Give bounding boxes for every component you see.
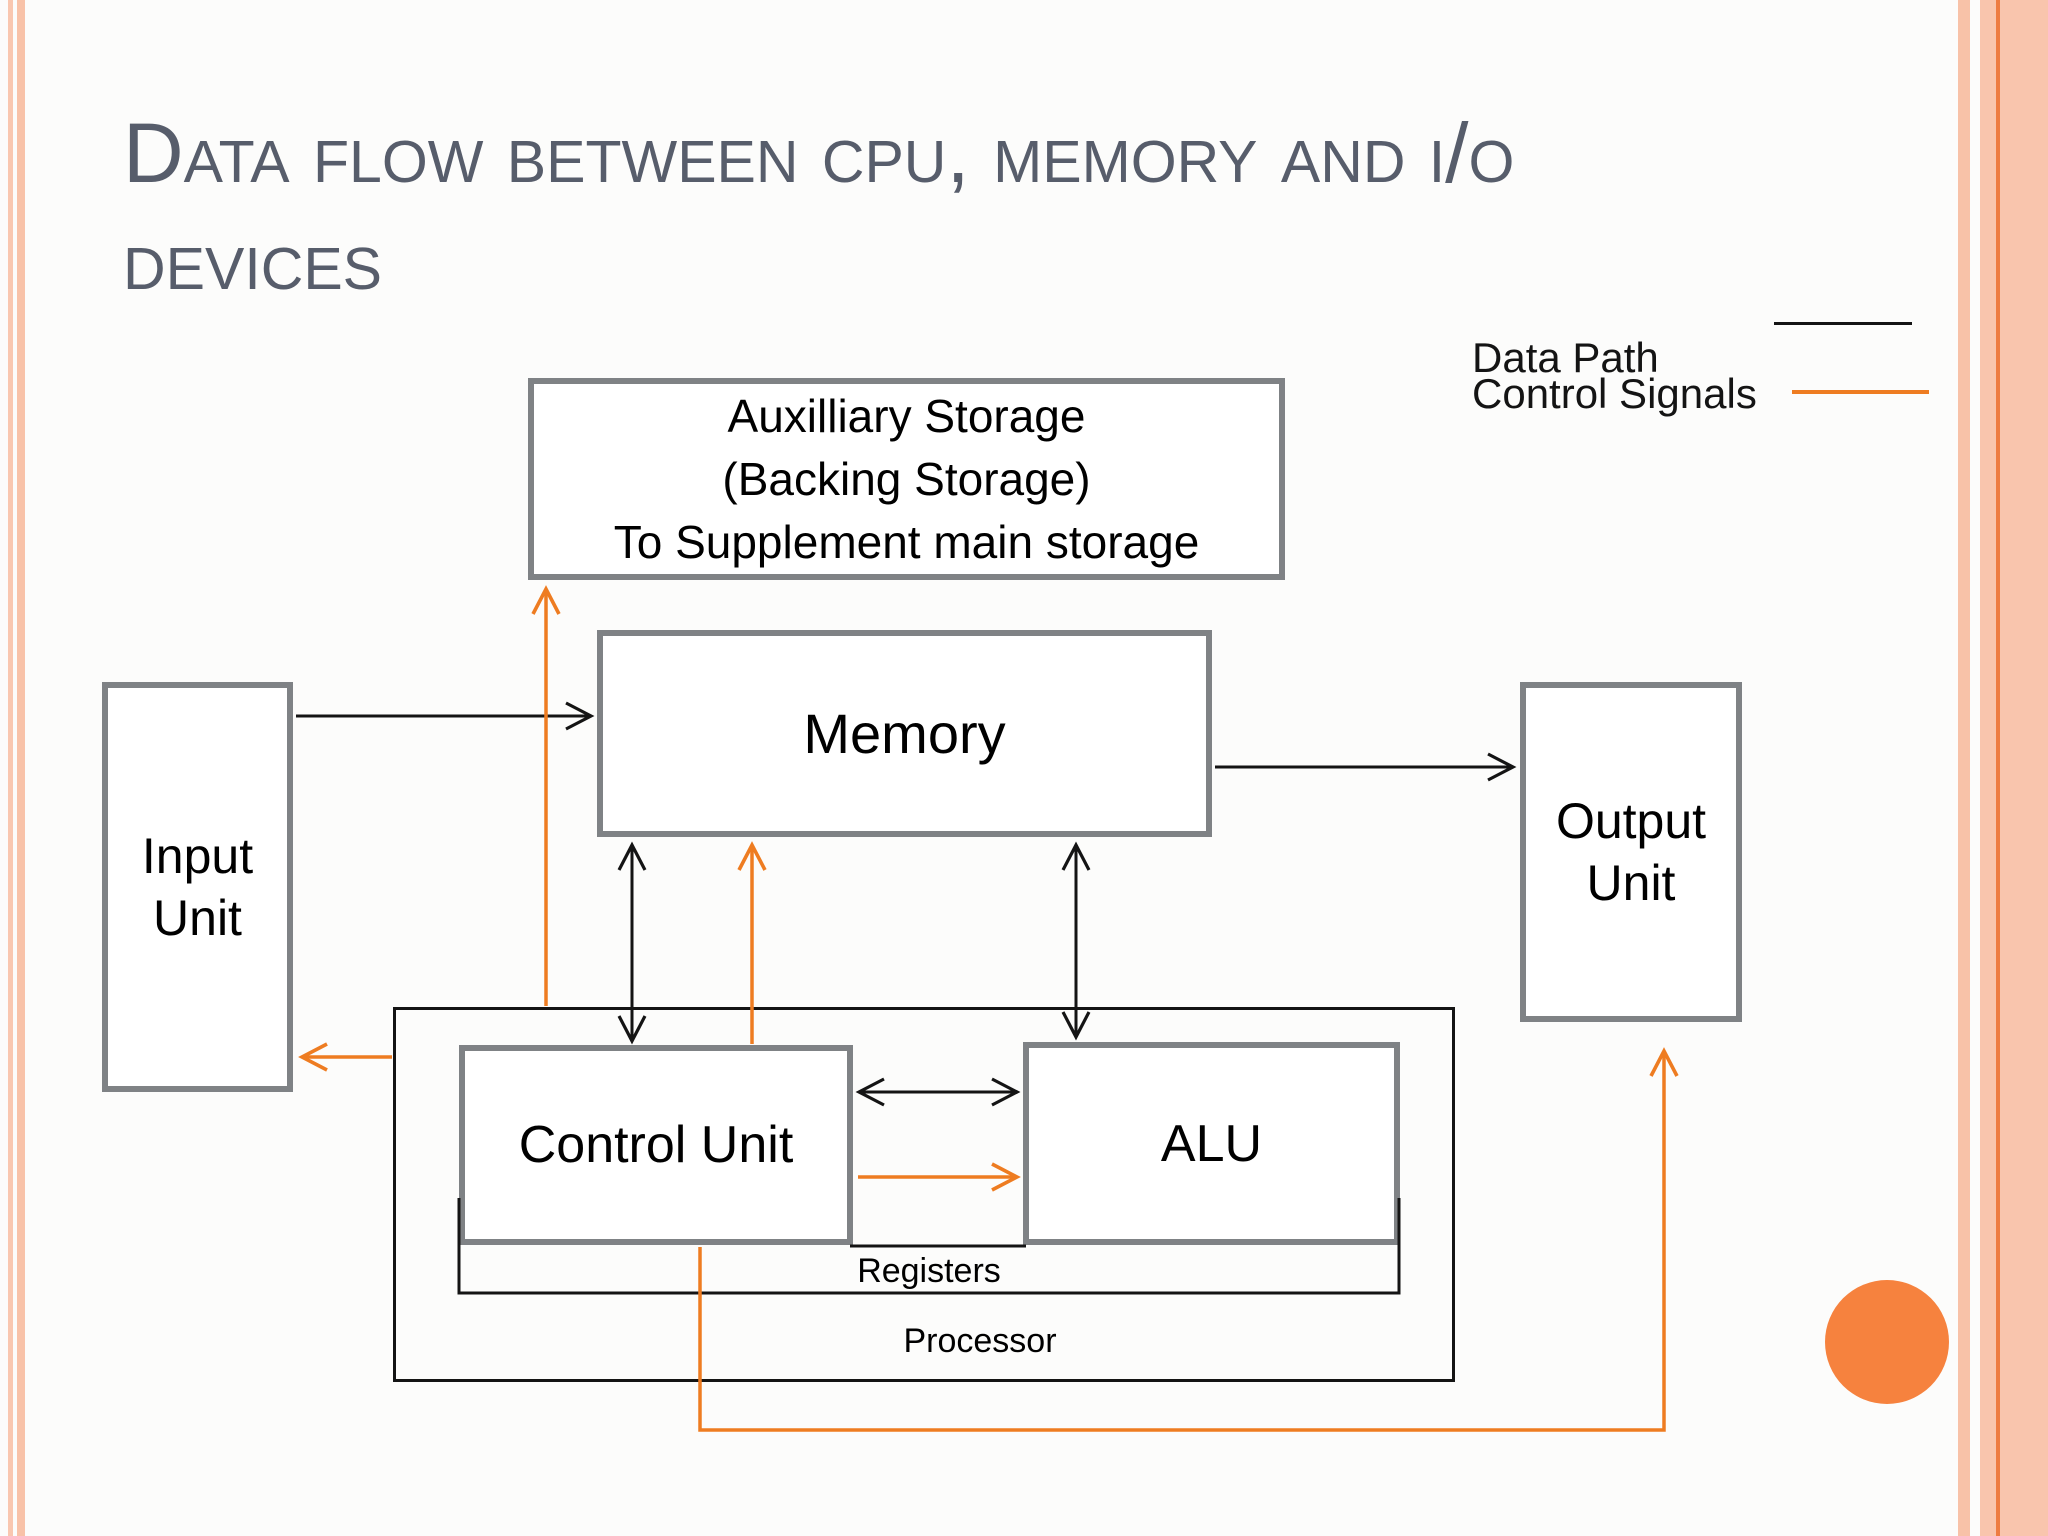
aux-storage-line-3: To Supplement main storage bbox=[613, 515, 1200, 568]
processor-label: Processor bbox=[903, 1322, 1057, 1360]
input-unit-line-2: Unit bbox=[153, 890, 242, 946]
registers-label: Registers bbox=[857, 1252, 1001, 1290]
control-unit-label: Control Unit bbox=[518, 1116, 794, 1174]
auxiliary-storage-box: Auxilliary Storage (Backing Storage) To … bbox=[528, 378, 1285, 580]
memory-label: Memory bbox=[803, 702, 1006, 765]
right-border-accent-line bbox=[1996, 0, 2000, 1536]
legend-data-path-line bbox=[1774, 322, 1912, 325]
legend-control-signals-label: Control Signals bbox=[1472, 370, 1757, 417]
input-unit-box: Input Unit bbox=[102, 682, 293, 1092]
page-title: Data flow between cpu, memory and i/o de… bbox=[123, 100, 1743, 314]
output-unit-box: Output Unit bbox=[1520, 682, 1742, 1022]
right-border-band bbox=[1980, 0, 2048, 1536]
output-unit-line-1: Output bbox=[1555, 793, 1707, 849]
control-unit-box: Control Unit bbox=[459, 1045, 853, 1245]
alu-label: ALU bbox=[1160, 1114, 1263, 1173]
legend-control-signals-line bbox=[1792, 390, 1929, 394]
left-border-stripe-2 bbox=[17, 0, 25, 1536]
title-line-2: devices bbox=[123, 213, 383, 307]
legend-data-path-label: Data Path bbox=[1472, 334, 1659, 381]
left-border-stripe-1 bbox=[8, 0, 13, 1536]
decoration-circle bbox=[1825, 1280, 1949, 1404]
title-line-1: Data flow between cpu, memory and i/o bbox=[123, 106, 1515, 200]
alu-box: ALU bbox=[1023, 1042, 1400, 1245]
aux-storage-line-1: Auxilliary Storage bbox=[727, 389, 1086, 442]
output-unit-line-2: Unit bbox=[1586, 855, 1676, 911]
memory-box: Memory bbox=[597, 630, 1212, 837]
right-border-stripe-1 bbox=[1958, 0, 1970, 1536]
input-unit-line-1: Input bbox=[141, 828, 254, 884]
aux-storage-line-2: (Backing Storage) bbox=[722, 452, 1091, 505]
